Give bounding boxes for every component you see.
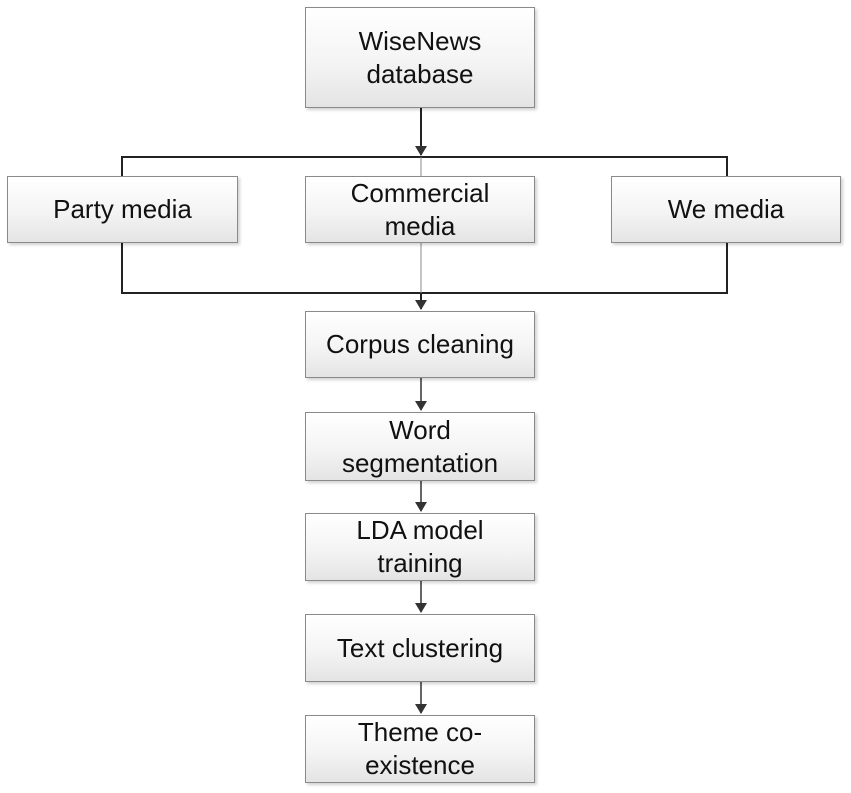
- node-label: LDA model training: [356, 515, 484, 578]
- node-commercial-media: Commercial media: [305, 176, 535, 243]
- node-label: WiseNews database: [358, 25, 482, 89]
- node-theme-co-existence: Theme co-existence: [305, 715, 535, 783]
- node-label: Word segmentation: [341, 414, 499, 478]
- node-lda-model-training: LDA model training: [305, 513, 535, 581]
- node-label: Party media: [53, 194, 192, 224]
- node-word-segmentation: Word segmentation: [305, 412, 535, 481]
- node-label: Text clustering: [336, 632, 504, 663]
- node-text-clustering: Text clustering: [305, 614, 535, 682]
- node-label: We media: [667, 194, 785, 224]
- node-we-media: We media: [611, 176, 841, 243]
- node-label: Corpus cleaning: [326, 329, 514, 359]
- connector-distribution-bar: [121, 156, 728, 176]
- node-label: Theme co-existence: [357, 717, 483, 780]
- node-label: Commercial media: [350, 177, 490, 241]
- node-party-media: Party media: [7, 176, 238, 243]
- connector-collect-bar: [121, 243, 728, 294]
- node-wisenews-database: WiseNews database: [305, 7, 535, 108]
- node-corpus-cleaning: Corpus cleaning: [305, 311, 535, 378]
